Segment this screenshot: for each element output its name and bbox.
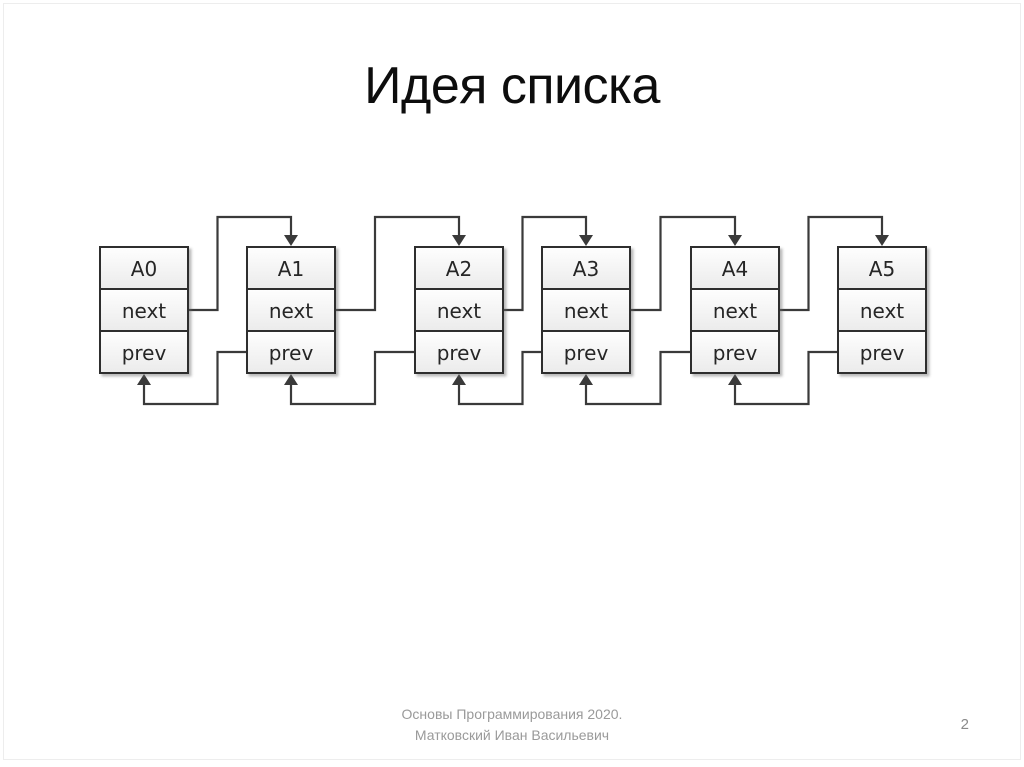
arrowhead-up-icon	[452, 374, 466, 385]
arrowhead-down-icon	[875, 235, 889, 246]
footer-line-1: Основы Программирования 2020.	[401, 706, 623, 722]
slide-title: Идея списка	[364, 57, 660, 115]
pointer-label-prev: prev	[269, 341, 314, 365]
node-label: A4	[722, 257, 748, 281]
node-label-cell	[690, 246, 780, 290]
pointer-label-prev: prev	[713, 341, 758, 365]
pointer-cell-next	[246, 288, 336, 332]
pointer-label-prev: prev	[437, 341, 482, 365]
next-pointer-arrow	[335, 215, 461, 312]
pointer-label-prev: prev	[564, 341, 609, 365]
arrowhead-up-icon	[728, 374, 742, 385]
node-label: A5	[869, 257, 895, 281]
node-label: A1	[278, 257, 304, 281]
arrowhead-down-icon	[452, 235, 466, 246]
prev-pointer-arrow	[584, 350, 691, 406]
prev-pointer-arrow	[457, 350, 542, 406]
node-label-cell	[246, 246, 336, 290]
footer-credit: Основы Программирования 2020. Матковский…	[0, 704, 1024, 746]
node-label-cell	[99, 246, 189, 290]
node-label: A0	[131, 257, 157, 281]
pointer-cell-prev	[246, 330, 336, 374]
page-number: 2	[960, 716, 969, 733]
arrowhead-down-icon	[579, 235, 593, 246]
next-pointer-arrow	[779, 215, 884, 312]
arrowhead-up-icon	[579, 374, 593, 385]
pointer-cell-prev	[414, 330, 504, 374]
pointer-label-prev: prev	[860, 341, 905, 365]
arrowhead-down-icon	[284, 235, 298, 246]
pointer-label-next: next	[564, 299, 608, 323]
node-label: A2	[446, 257, 472, 281]
pointer-cell-prev	[690, 330, 780, 374]
pointer-label-prev: prev	[122, 341, 167, 365]
arrowhead-up-icon	[137, 374, 151, 385]
next-pointer-arrow	[188, 215, 293, 312]
list-node-a2: A2 next prev	[414, 246, 504, 374]
next-pointer-arrow	[630, 215, 737, 312]
pointer-cell-prev	[541, 330, 631, 374]
pointer-cell-prev	[837, 330, 927, 374]
pointer-cell-next	[690, 288, 780, 332]
list-node-a4: A4 next prev	[690, 246, 780, 374]
pointer-label-next: next	[713, 299, 757, 323]
pointer-label-next: next	[860, 299, 904, 323]
list-node-a1: A1 next prev	[246, 246, 336, 374]
pointer-cell-next	[541, 288, 631, 332]
list-node-a3: A3 next prev	[541, 246, 631, 374]
arrowhead-down-icon	[728, 235, 742, 246]
pointer-label-next: next	[122, 299, 166, 323]
list-node-a5: A5 next prev	[837, 246, 927, 374]
list-node-a0: A0 next prev	[99, 246, 189, 374]
pointer-cell-next	[837, 288, 927, 332]
next-pointer-arrow	[503, 215, 588, 312]
pointer-label-next: next	[269, 299, 313, 323]
node-label: A3	[573, 257, 599, 281]
prev-pointer-arrow	[289, 350, 415, 406]
prev-pointer-arrow	[142, 350, 247, 406]
pointer-cell-next	[414, 288, 504, 332]
footer-line-2: Матковский Иван Васильевич	[414, 727, 610, 743]
arrowhead-up-icon	[284, 374, 298, 385]
pointer-cell-prev	[99, 330, 189, 374]
pointer-label-next: next	[437, 299, 481, 323]
prev-pointer-arrow	[733, 350, 838, 406]
